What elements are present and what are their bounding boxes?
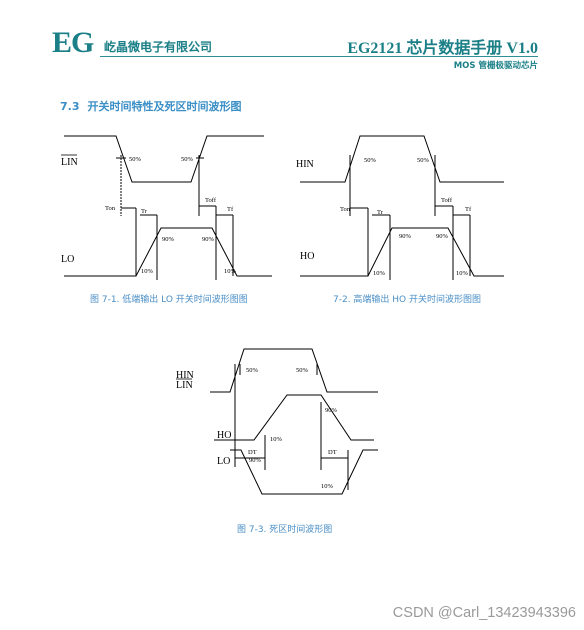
section-number: 7.3 [60, 100, 80, 113]
dt-label-a: DT [248, 449, 257, 456]
toff-label: Toff [205, 197, 217, 204]
lo-10pct-label: 10% [321, 483, 334, 490]
figure-7-3-caption: 图 7-3. 死区时间波形图 [237, 525, 333, 535]
figure-7-2-caption: 7-2. 高端输出 HO 开关时间波形图图 [333, 295, 481, 305]
lin-label: LIN [61, 157, 78, 168]
lo-waveform [230, 449, 378, 495]
lin-waveform [64, 135, 264, 183]
hin-label: HIN [296, 159, 314, 170]
lin-label: LIN [176, 380, 193, 391]
page-header: EG 屹晶微电子有限公司 EG2121 芯片数据手册 V1.0 MOS 管栅极驱… [0, 0, 584, 80]
document-title: EG2121 芯片数据手册 V1.0 [347, 40, 538, 57]
hin-50pct-label-b: 50% [417, 157, 430, 164]
toff-label: Toff [441, 197, 453, 204]
lo-90pct-label: 90% [249, 457, 262, 464]
hin-label: HIN [176, 370, 194, 381]
tf-label: Tf [227, 206, 234, 213]
hin-50pct-label-a: 50% [364, 157, 377, 164]
ho-label: HO [217, 430, 231, 441]
hin-waveform [300, 135, 504, 183]
header-rule [100, 56, 538, 57]
dt-label-b: DT [328, 449, 337, 456]
ho-90pct-label-a: 90% [399, 233, 412, 240]
hin-lin-waveform [210, 348, 378, 393]
tr-label: Tr [377, 209, 384, 216]
ton-label: Ton [340, 206, 351, 213]
figure-7-1-waveform: LIN LO 50% 50% Ton Tr Toff Tf 90% 90% 10… [61, 135, 272, 280]
lo-waveform [64, 227, 272, 277]
ho-label: HO [300, 251, 314, 262]
ton-label: Ton [105, 205, 116, 212]
lo-10pct-label-a: 10% [141, 268, 154, 275]
ho-waveform [214, 394, 374, 441]
section-title: 开关时间特性及死区时间波形图 [87, 100, 242, 113]
lo-90pct-label-a: 90% [162, 236, 175, 243]
lin-50pct-label-b: 50% [181, 156, 194, 163]
figure-7-3-waveform: HIN LIN HO LO 50% 50% 10% 90% DT DT 90% … [176, 348, 378, 495]
lin-50pct-label-a: 50% [129, 156, 142, 163]
lo-10pct-label-b: 10% [224, 268, 237, 275]
section-heading: 7.3 开关时间特性及死区时间波形图 [60, 98, 242, 114]
hin-50pct-label-b: 50% [296, 367, 309, 374]
ho-waveform [300, 227, 504, 277]
tf-label: Tf [465, 206, 472, 213]
lo-label: LO [61, 254, 74, 265]
document-subtitle: MOS 管栅极驱动芯片 [453, 61, 538, 71]
ho-90pct-label-b: 90% [436, 233, 449, 240]
lo-90pct-label-b: 90% [202, 236, 215, 243]
ho-90pct-label: 90% [325, 407, 338, 414]
ho-10pct-label-b: 10% [456, 270, 469, 277]
hin-50pct-label-a: 50% [246, 367, 259, 374]
company-name: 屹晶微电子有限公司 [104, 40, 213, 54]
company-logo: EG [52, 26, 94, 59]
lo-label: LO [217, 456, 230, 467]
figure-7-2-waveform: HIN HO 50% 50% Ton Tr Toff Tf 90% 90% 10… [296, 135, 504, 280]
tr-label: Tr [141, 208, 148, 215]
ho-10pct-label-a: 10% [373, 270, 386, 277]
watermark: CSDN @Carl_13423943396 [392, 605, 576, 621]
ho-10pct-label: 10% [270, 436, 283, 443]
figure-7-1-caption: 图 7-1. 低端输出 LO 开关时间波形图图 [90, 295, 248, 305]
